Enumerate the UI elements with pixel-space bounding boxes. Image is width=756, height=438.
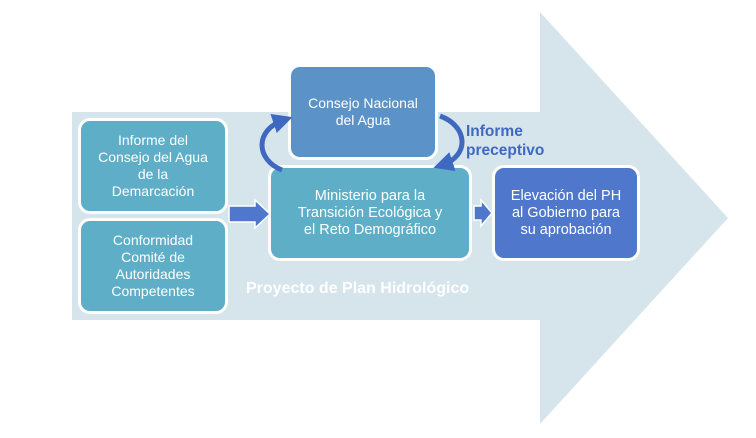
- ministerio-box: Ministerio para la Transición Ecológica …: [268, 165, 472, 261]
- conformidad-comite-text: Conformidad Comité de Autoridades Compet…: [111, 232, 195, 299]
- ministerio-text: Ministerio para la Transición Ecológica …: [297, 187, 443, 238]
- informe-consejo-agua-text: Informe del Consejo del Agua de la Demar…: [98, 132, 208, 199]
- elevacion-gobierno-text: Elevación del PH al Gobierno para su apr…: [510, 187, 622, 238]
- informe-consejo-agua-box: Informe del Consejo del Agua de la Demar…: [78, 118, 228, 214]
- conformidad-comite-box: Conformidad Comité de Autoridades Compet…: [78, 218, 228, 314]
- proyecto-plan-hidrologico-label: Proyecto de Plan Hidrológico: [246, 280, 470, 297]
- ministerio-to-consejo-curved-arrow: [259, 114, 293, 173]
- elevacion-gobierno-box: Elevación del PH al Gobierno para su apr…: [492, 165, 640, 261]
- consejo-to-ministerio-curved-arrow: [433, 113, 465, 172]
- inputs-to-ministerio-arrow: [228, 198, 272, 230]
- ministerio-to-elevacion-arrow: [473, 197, 493, 229]
- consejo-nacional-agua-text: Consejo Nacional del Agua: [308, 95, 418, 128]
- informe-preceptivo-label: Informe preceptivo: [466, 123, 545, 159]
- consejo-nacional-agua-box: Consejo Nacional del Agua: [288, 64, 438, 160]
